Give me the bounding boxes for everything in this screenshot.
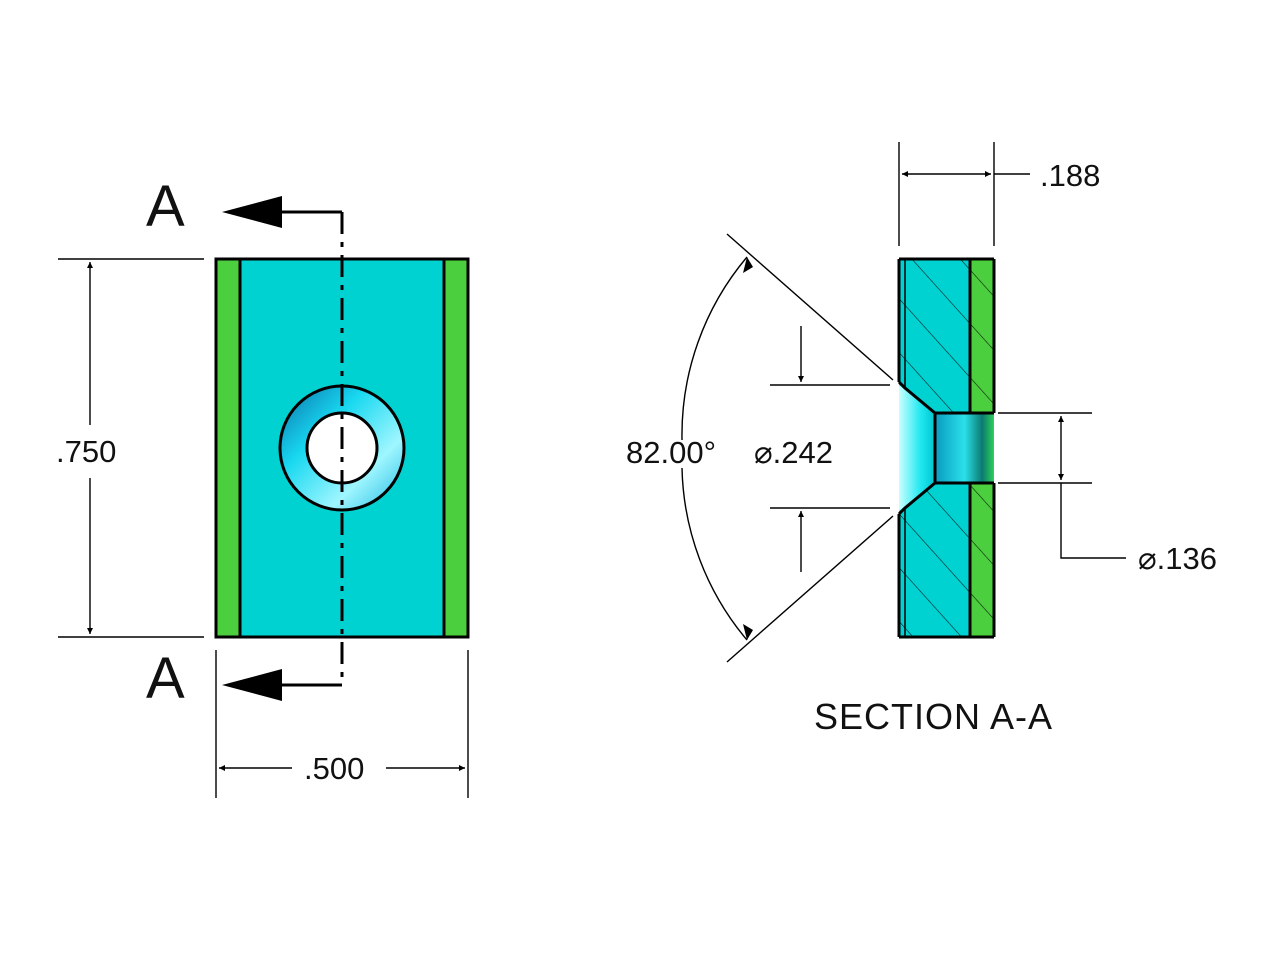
thickness-dimension: .188 [898, 142, 1100, 246]
dim-countersink-label: ⌀.242 [754, 435, 833, 470]
section-view: .188 82.00° ⌀.242 ⌀.136 [626, 142, 1217, 737]
section-label-top: A [146, 174, 185, 239]
bore-lower-edge [897, 481, 994, 516]
left-side-strip [216, 259, 240, 637]
height-dimension: .750 [56, 258, 204, 638]
width-dimension: .500 [215, 650, 469, 798]
countersink-diameter-dimension: ⌀.242 [754, 326, 890, 572]
bore-upper-edge [897, 380, 994, 415]
angle-dimension: 82.00° [626, 233, 894, 663]
section-arrowhead-bottom [222, 669, 282, 701]
dim-width-label: .500 [304, 751, 364, 786]
hole-diameter-dimension: ⌀.136 [998, 412, 1217, 576]
dim-angle-label: 82.00° [626, 435, 716, 470]
bore-cavity [935, 413, 994, 483]
right-side-strip [444, 259, 468, 637]
dim-hole-label: ⌀.136 [1138, 541, 1217, 576]
section-title: SECTION A-A [814, 696, 1053, 737]
dim-height-label: .750 [56, 434, 116, 469]
front-view: A A .750 .500 [56, 174, 470, 798]
section-label-bottom: A [146, 646, 185, 711]
dim-thickness-label: .188 [1040, 158, 1100, 193]
section-arrowhead-top [222, 196, 282, 228]
countersink-cone [899, 385, 935, 511]
